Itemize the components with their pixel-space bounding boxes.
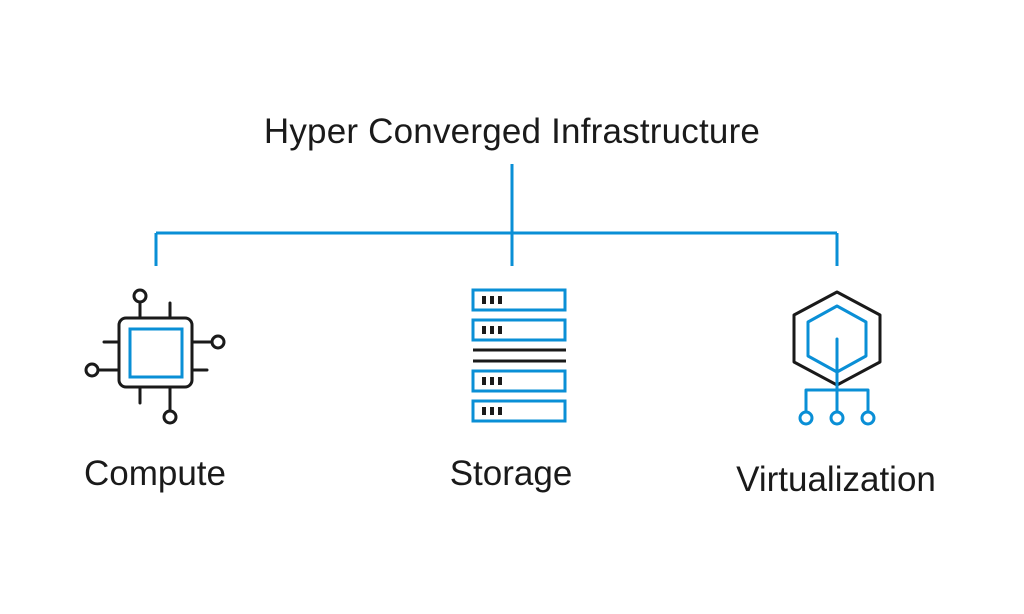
node-label-virtualization: Virtualization — [736, 460, 936, 499]
connector-lines — [154, 164, 839, 266]
node-label-compute: Compute — [83, 454, 227, 493]
diagram-title: Hyper Converged Infrastructure — [263, 112, 761, 151]
hexagon-network-icon — [792, 290, 882, 426]
cpu-chip-icon — [84, 288, 226, 425]
server-rack-icon — [471, 288, 567, 423]
node-label-storage: Storage — [449, 454, 573, 493]
